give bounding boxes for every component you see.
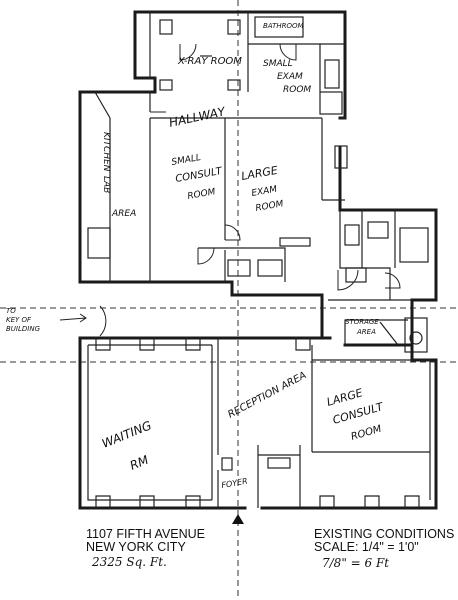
label-small-exam-3: ROOM xyxy=(283,85,311,95)
fixtures xyxy=(87,16,429,353)
label-small-consult-2: CONSULT xyxy=(175,166,224,185)
label-hallway: HALLWAY xyxy=(168,104,228,130)
label-to-key-2: KEY OF xyxy=(6,316,32,324)
label-storage-2: AREA xyxy=(356,328,376,336)
label-reception-area: RECEPTION AREA xyxy=(226,370,308,421)
label-to-key-1: TO xyxy=(6,307,16,315)
doors xyxy=(99,43,401,337)
scale-note: 7/8" = 6 Ft xyxy=(322,556,390,570)
label-kitchen-lab: LAB xyxy=(101,176,111,193)
label-large-consult-1: LARGE xyxy=(325,386,364,409)
label-kitchen-area: AREA xyxy=(111,209,136,219)
label-small-consult-3: ROOM xyxy=(187,187,217,202)
label-kitchen: KITCHEN xyxy=(101,132,111,172)
area-note: 2325 Sq. Ft. xyxy=(92,555,167,569)
label-foyer: FOYER xyxy=(221,477,249,490)
label-xray-room: X-RAY ROOM xyxy=(177,56,242,67)
label-waiting: WAITING xyxy=(100,418,154,451)
label-large-exam-1: LARGE xyxy=(240,164,279,183)
key-arrow xyxy=(59,313,87,323)
label-waiting-rm: RM xyxy=(128,453,151,473)
label-small-consult-1: SMALL xyxy=(171,153,202,168)
label-small-exam-2: EXAM xyxy=(277,72,303,82)
label-large-exam-3: ROOM xyxy=(255,199,285,214)
address-line-2: NEW YORK CITY xyxy=(86,540,186,554)
address-line-1: 1107 FIFTH AVENUE xyxy=(86,527,206,541)
existing-conditions-title: EXISTING CONDITIONS xyxy=(314,527,455,541)
label-to-key-3: BUILDING xyxy=(6,325,41,333)
upper-suite-walls xyxy=(78,10,438,320)
label-bathroom: BATHROOM xyxy=(263,22,304,30)
label-large-consult-3: ROOM xyxy=(350,424,383,443)
label-small-exam-1: SMALL xyxy=(263,59,293,69)
entrance-marker xyxy=(232,514,244,524)
label-large-exam-2: EXAM xyxy=(251,185,278,199)
label-storage-1: STORAGE xyxy=(345,318,379,326)
lower-suite-walls xyxy=(78,298,438,510)
scale-label: SCALE: 1/4" = 1'0" xyxy=(314,540,419,554)
